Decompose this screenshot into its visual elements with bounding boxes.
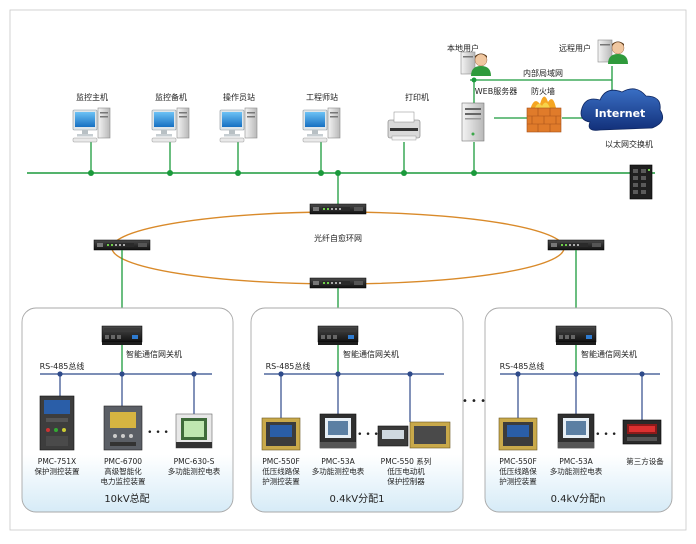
workstation-engineer: 工程师站 bbox=[302, 92, 341, 143]
device-icon bbox=[557, 413, 595, 449]
device-line1: PMC-550F bbox=[262, 457, 300, 466]
device-line2: 低压电动机 bbox=[387, 466, 425, 476]
ethernet-switch-icon: 以太网交换机 bbox=[605, 139, 653, 200]
device-icon bbox=[261, 417, 301, 451]
remote-user-label: 远程用户 bbox=[559, 43, 591, 53]
firewall-icon: 防火墙 bbox=[526, 86, 562, 133]
workstation-backup: 监控备机 bbox=[151, 92, 190, 143]
device-line3: 保护控制器 bbox=[387, 476, 425, 486]
gateway-label: 智能通信网关机 bbox=[343, 349, 399, 359]
ring-switch-left bbox=[93, 239, 151, 251]
device-icon bbox=[622, 419, 662, 445]
ring-switch-bottom bbox=[309, 277, 367, 289]
device-line2: 低压线路保 bbox=[499, 466, 537, 476]
svg-text:监控主机: 监控主机 bbox=[76, 92, 108, 102]
local-user-icon: 本地用户 bbox=[447, 43, 492, 77]
device-icon bbox=[377, 421, 451, 449]
fiber-ring-label: 光纤自愈环网 bbox=[314, 233, 362, 243]
gateway-device bbox=[317, 325, 359, 346]
device-line2: 低压线路保 bbox=[262, 466, 300, 476]
device-line1: PMC-53A bbox=[559, 457, 593, 466]
intranet-lines bbox=[470, 66, 613, 119]
ellipsis: • • • bbox=[595, 430, 617, 440]
gateway-label: 智能通信网关机 bbox=[581, 349, 637, 359]
device-line3: 电力监控装置 bbox=[101, 476, 146, 486]
device-icon bbox=[103, 405, 143, 451]
intranet-label: 内部局域网 bbox=[523, 68, 563, 78]
device-line1: PMC-53A bbox=[321, 457, 355, 466]
device-line2: 多功能测控电表 bbox=[168, 466, 221, 476]
ring-switch-right bbox=[547, 239, 605, 251]
printer-label: 打印机 bbox=[405, 92, 429, 102]
workstation-drops bbox=[90, 142, 641, 205]
ring-switch-top bbox=[309, 203, 367, 215]
panel-ellipsis: • • • bbox=[462, 396, 486, 407]
diagram-frame bbox=[9, 9, 687, 531]
device-line2: 高级智能化 bbox=[104, 466, 142, 476]
bus-label: RS-485总线 bbox=[40, 361, 85, 371]
device-line1: PMC-550 系列 bbox=[381, 456, 432, 466]
svg-text:操作员站: 操作员站 bbox=[223, 92, 255, 102]
device-line2: 多功能测控电表 bbox=[312, 466, 365, 476]
web-server: WEB服务器 bbox=[461, 86, 517, 142]
device-line3: 护测控装置 bbox=[262, 476, 300, 486]
ellipsis: • • • bbox=[357, 430, 379, 440]
fiber-ring bbox=[111, 211, 565, 285]
ellipsis: • • • bbox=[147, 428, 169, 438]
web-server-label: WEB服务器 bbox=[475, 86, 517, 96]
svg-text:工程师站: 工程师站 bbox=[306, 92, 338, 102]
bus-label: RS-485总线 bbox=[500, 361, 545, 371]
bus-label: RS-485总线 bbox=[266, 361, 311, 371]
internet-cloud-icon: Internet bbox=[580, 88, 664, 131]
device-line1: PMC-630-S bbox=[174, 457, 215, 466]
gateway-device bbox=[555, 325, 597, 346]
device-line3: 护测控装置 bbox=[499, 476, 537, 486]
panel-04kv-1: 0.4kV分配1 智能通信网关机 RS-485总线 • • • PMC bbox=[250, 307, 464, 513]
device-line2: 多功能测控电表 bbox=[550, 466, 603, 476]
svg-text:监控备机: 监控备机 bbox=[155, 92, 187, 102]
local-user-label: 本地用户 bbox=[447, 43, 479, 53]
panel-title: 10kV总配 bbox=[104, 492, 149, 505]
device-line1: PMC-6700 bbox=[104, 457, 142, 466]
gateway-label: 智能通信网关机 bbox=[126, 349, 182, 359]
gateway-device bbox=[101, 325, 143, 346]
remote-user-icon: 远程用户 bbox=[559, 39, 629, 65]
device-line1: PMC-751X bbox=[38, 457, 76, 466]
device-line1: PMC-550F bbox=[499, 457, 537, 466]
workstation-operator: 操作员站 bbox=[219, 92, 258, 143]
panel-04kv-n: 0.4kV分配n 智能通信网关机 RS-485总线 • • • PMC-550F… bbox=[484, 307, 673, 513]
device-icon bbox=[319, 413, 357, 449]
device-icon bbox=[39, 395, 75, 451]
device-icon bbox=[498, 417, 538, 451]
workstation-main: 监控主机 bbox=[72, 92, 111, 143]
device-icon bbox=[175, 413, 213, 449]
panel-title: 0.4kV分配n bbox=[551, 493, 606, 505]
internet-label: Internet bbox=[595, 107, 646, 120]
firewall-label: 防火墙 bbox=[531, 86, 555, 96]
panel-10kv: 10kV总配 智能通信网关机 RS-485总线 • • • bbox=[21, 307, 234, 513]
ethernet-switch-label: 以太网交换机 bbox=[605, 139, 653, 149]
device-line2: 保护测控装置 bbox=[35, 466, 80, 476]
device-line1: 第三方设备 bbox=[626, 456, 664, 466]
printer-icon: 打印机 bbox=[387, 92, 429, 141]
panel-title: 0.4kV分配1 bbox=[330, 493, 385, 505]
